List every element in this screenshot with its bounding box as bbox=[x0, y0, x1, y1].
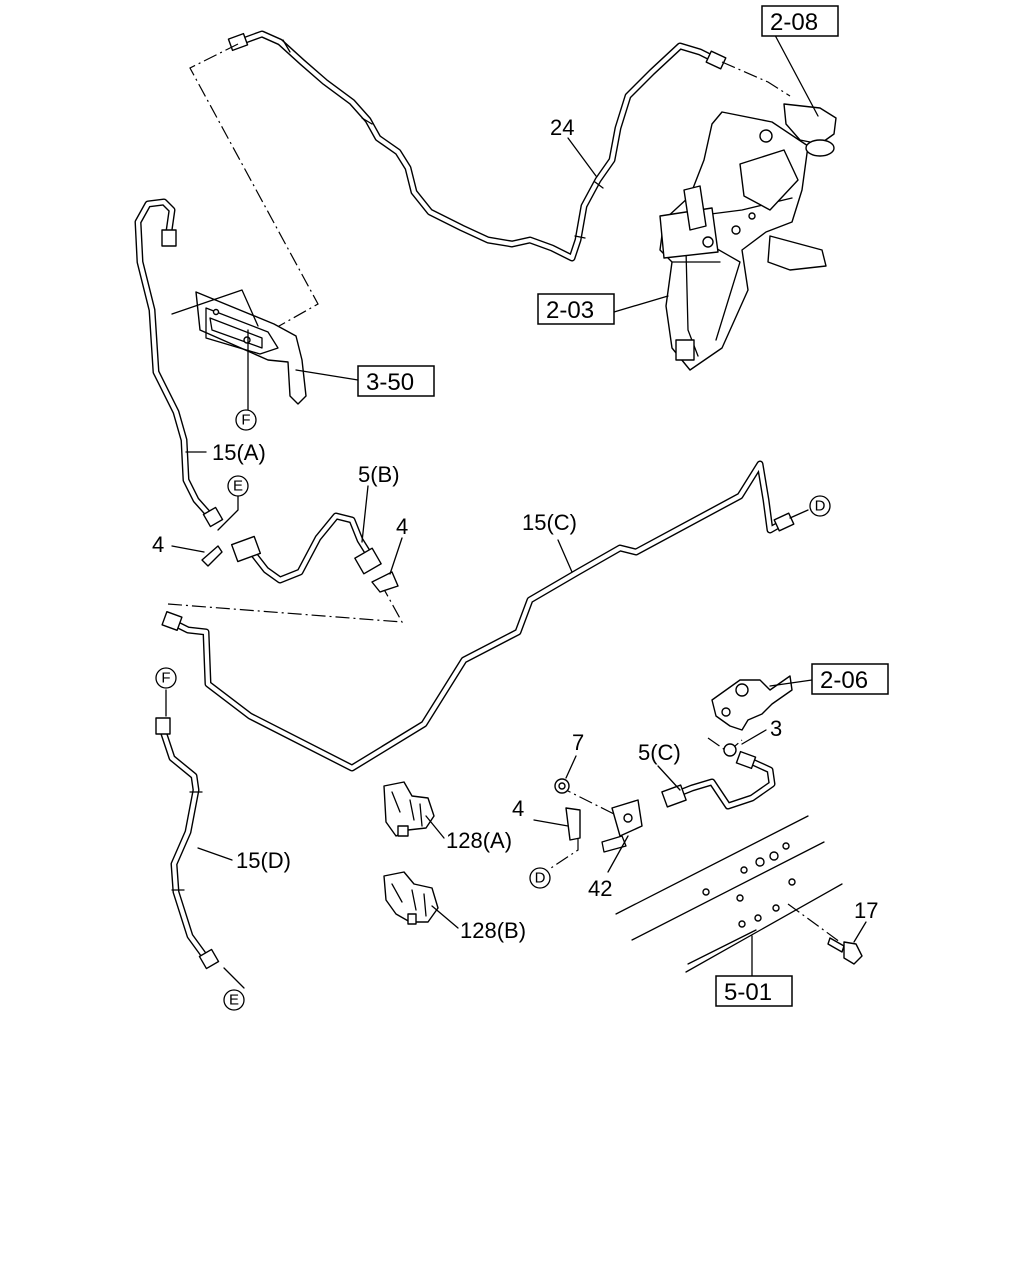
ref-box-2-03: 2-03 bbox=[537, 293, 615, 325]
label-leaders bbox=[165, 21, 867, 989]
clip-128a bbox=[383, 781, 435, 837]
label-15d: 15(D) bbox=[236, 848, 291, 873]
connector-e-bottom: E bbox=[223, 989, 245, 1011]
svg-text:2-06: 2-06 bbox=[820, 667, 868, 694]
label-15c: 15(C) bbox=[522, 510, 577, 535]
label-128b: 128(B) bbox=[460, 918, 526, 943]
connector-d-lower: D bbox=[529, 867, 551, 889]
clip-128b bbox=[383, 871, 439, 925]
svg-text:E: E bbox=[229, 992, 239, 1009]
label-15a: 15(A) bbox=[212, 440, 266, 465]
label-42: 42 bbox=[588, 876, 612, 901]
clip-4-mid bbox=[371, 571, 399, 593]
label-5b: 5(B) bbox=[358, 462, 400, 487]
connector-f-left: F bbox=[155, 667, 177, 689]
svg-text:D: D bbox=[815, 498, 826, 515]
svg-text:F: F bbox=[241, 412, 250, 429]
label-4-mid: 4 bbox=[396, 514, 408, 539]
clip-4-left bbox=[201, 545, 223, 567]
connector-e-top: E bbox=[227, 475, 249, 497]
pipe-15c bbox=[161, 460, 795, 772]
pipe-15d bbox=[155, 717, 220, 970]
clip-4-lower bbox=[565, 807, 581, 841]
pipe-24 bbox=[227, 30, 727, 262]
ref-box-2-08: 2-08 bbox=[761, 5, 839, 37]
svg-text:3-50: 3-50 bbox=[366, 369, 414, 396]
clutch-unit-2-06 bbox=[711, 675, 793, 757]
label-5c: 5(C) bbox=[638, 740, 681, 765]
bolt-17 bbox=[827, 937, 863, 965]
connector-d-right: D bbox=[809, 495, 831, 517]
label-17: 17 bbox=[854, 898, 878, 923]
svg-text:F: F bbox=[161, 670, 170, 687]
svg-text:E: E bbox=[233, 478, 243, 495]
leader-dash-lines bbox=[167, 43, 841, 943]
nut-7 bbox=[554, 778, 570, 794]
pipe-15a bbox=[134, 198, 224, 528]
svg-text:2-08: 2-08 bbox=[770, 9, 818, 36]
label-4-left: 4 bbox=[152, 532, 164, 557]
ref-box-5-01: 5-01 bbox=[715, 975, 793, 1007]
hose-5c bbox=[661, 750, 776, 810]
clutch-pedal-assembly bbox=[659, 103, 837, 371]
label-3: 3 bbox=[770, 716, 782, 741]
svg-text:2-03: 2-03 bbox=[546, 297, 594, 324]
bracket-3-50 bbox=[171, 289, 307, 413]
connector-f-top: F bbox=[235, 409, 257, 431]
label-128a: 128(A) bbox=[446, 828, 512, 853]
ref-box-2-06: 2-06 bbox=[811, 663, 889, 695]
svg-text:D: D bbox=[535, 870, 546, 887]
label-4-lower: 4 bbox=[512, 796, 524, 821]
ref-box-3-50: 3-50 bbox=[357, 365, 435, 397]
hose-5b bbox=[230, 512, 382, 584]
label-7: 7 bbox=[572, 730, 584, 755]
bracket-42 bbox=[601, 799, 643, 853]
svg-text:5-01: 5-01 bbox=[724, 979, 772, 1006]
label-24: 24 bbox=[550, 115, 574, 140]
frame-5-01 bbox=[615, 815, 843, 973]
